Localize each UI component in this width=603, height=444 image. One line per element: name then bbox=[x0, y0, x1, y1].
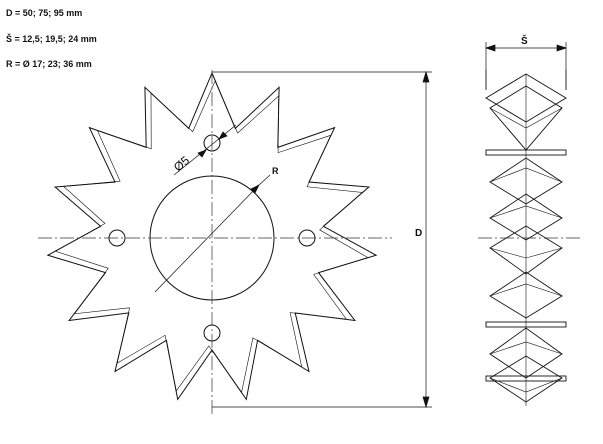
spec-width: Š = 12,5; 19,5; 24 mm bbox=[6, 34, 97, 44]
hole-diameter-label: Ø5 bbox=[171, 153, 193, 174]
mounting-hole-top bbox=[203, 134, 221, 152]
side-view-tooth-edge-1 bbox=[485, 149, 567, 156]
dimension-d bbox=[212, 70, 432, 409]
dimension-s bbox=[484, 42, 568, 70]
side-view-triangles bbox=[489, 107, 563, 393]
star-blade-edge-chamfer bbox=[54, 80, 369, 393]
side-view-tooth-edge-3 bbox=[485, 375, 567, 382]
spec-diameter: D = 50; 75; 95 mm bbox=[6, 8, 83, 18]
side-view-zigzag-left bbox=[485, 73, 567, 123]
side-view-tooth-edge-2 bbox=[485, 321, 567, 328]
diameter-label: D bbox=[415, 228, 422, 239]
dimension-hole bbox=[173, 124, 237, 176]
width-label: Š bbox=[521, 34, 528, 47]
side-view bbox=[485, 70, 567, 406]
center-lines bbox=[38, 70, 583, 416]
radius-label: R bbox=[272, 166, 279, 176]
spec-radius: R = Ø 17; 23; 36 mm bbox=[6, 59, 92, 69]
dimension-r bbox=[154, 174, 271, 293]
